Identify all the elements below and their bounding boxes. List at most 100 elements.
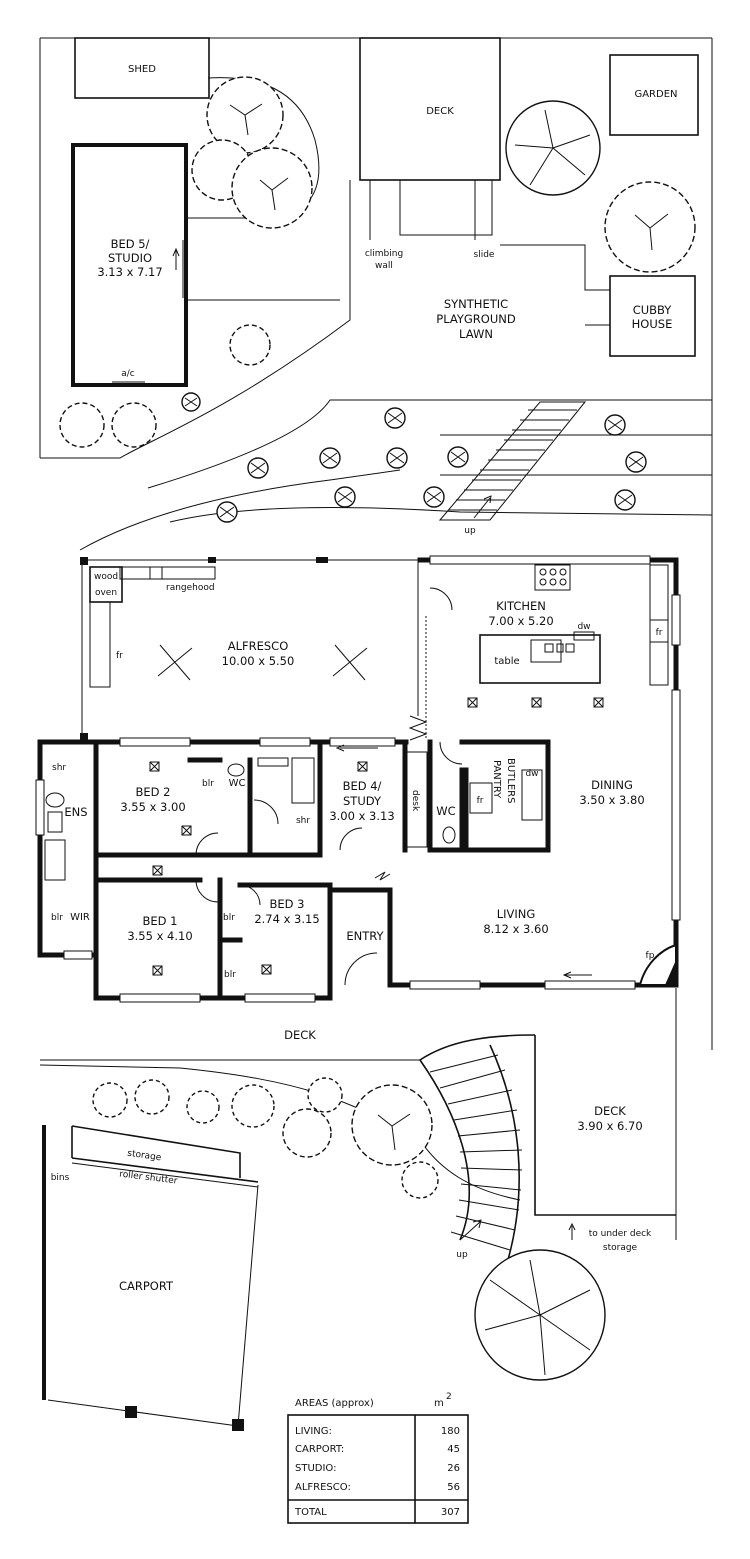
wood-oven-label-1: wood — [94, 572, 118, 582]
lawn-label-1: SYNTHETIC — [444, 297, 508, 311]
living-label: LIVING — [497, 907, 536, 921]
house — [35, 555, 681, 1003]
tree-icon — [181, 392, 201, 412]
bed2-dims: 3.55 x 3.00 — [120, 800, 185, 814]
tree-icon — [231, 1084, 275, 1128]
up-label-bottom: up — [456, 1250, 468, 1260]
under-deck-label-2: storage — [603, 1243, 638, 1253]
bed4-dims: 3.00 x 3.13 — [329, 809, 394, 823]
bed2-blr-label: blr — [202, 779, 214, 789]
storage-label: storage — [127, 1149, 163, 1164]
entry-label: ENTRY — [346, 929, 384, 943]
areas-unit: m — [434, 1398, 444, 1409]
area-row-label: LIVING: — [295, 1426, 332, 1437]
studio-outline — [71, 143, 188, 387]
shrub-icon — [625, 451, 647, 473]
shrub-icon — [247, 457, 269, 479]
tree-icon — [307, 1077, 343, 1113]
studio-label-2: STUDIO — [108, 251, 152, 265]
area-row-value: 56 — [447, 1482, 460, 1493]
shrub-icon — [384, 407, 406, 429]
carport-label: CARPORT — [119, 1279, 174, 1293]
fridge-alfresco-label: fr — [116, 651, 123, 661]
tree-icon — [134, 1079, 170, 1115]
tree-icon — [111, 402, 157, 448]
deck-mid-label: DECK — [284, 1028, 316, 1042]
bed3-dims: 2.74 x 3.15 — [254, 912, 319, 926]
carport — [42, 1125, 259, 1431]
slide-label: slide — [474, 250, 495, 260]
dining-dims: 3.50 x 3.80 — [579, 793, 644, 807]
alfresco-label: ALFRESCO — [228, 639, 289, 653]
ens-label: ENS — [64, 805, 87, 819]
bed4-label: BED 4/ — [343, 779, 382, 793]
butlers-label: BUTLERS — [505, 758, 516, 803]
tree-icon — [351, 1084, 433, 1166]
roller-shutter-label: roller shutter — [119, 1169, 179, 1186]
cubby-label-1: CUBBY — [633, 303, 673, 317]
wir-blr-label: blr — [51, 913, 63, 923]
shrub-icon — [604, 414, 626, 436]
area-row-label: STUDIO: — [295, 1463, 337, 1474]
cubby-label-2: HOUSE — [632, 317, 673, 331]
wood-oven-label-2: oven — [95, 588, 117, 598]
alfresco-dims: 10.00 x 5.50 — [222, 654, 295, 668]
up-label-top: up — [464, 526, 476, 536]
shrub-icon — [216, 501, 238, 523]
shrub-icon — [423, 486, 445, 508]
living-dims: 8.12 x 3.60 — [483, 922, 548, 936]
dishwasher-kitchen-label: dw — [577, 622, 590, 632]
wir-label: WIR — [70, 912, 90, 923]
tree-icon — [59, 402, 105, 448]
palm-tree-icon — [474, 1249, 606, 1381]
tree-icon — [282, 1108, 332, 1158]
shrub-icon — [447, 446, 469, 468]
bed1-label: BED 1 — [143, 914, 178, 928]
lawn-label-3: LAWN — [459, 327, 493, 341]
areas-title: AREAS (approx) — [295, 1398, 374, 1409]
fridge-pantry-label: fr — [477, 796, 484, 806]
studio-dims: 3.13 x 7.17 — [97, 265, 162, 279]
lawn-label-2: PLAYGROUND — [436, 312, 516, 326]
fireplace-label: fp — [646, 951, 655, 961]
desk-label: desk — [410, 790, 420, 812]
tree-icon — [186, 1090, 220, 1124]
palm-tree-icon — [505, 100, 601, 196]
tree-icon — [401, 1161, 439, 1199]
climbing-wall-label-1: climbing — [365, 249, 403, 259]
bed1-dims: 3.55 x 4.10 — [127, 929, 192, 943]
fridge-kitchen-label: fr — [656, 628, 663, 638]
climbing-wall-label-2: wall — [375, 261, 393, 271]
studio-label-1: BED 5/ — [111, 237, 150, 251]
shed-outline — [74, 37, 210, 99]
bed3-label: BED 3 — [270, 897, 305, 911]
garden-label: GARDEN — [634, 89, 677, 100]
shrub-icon — [614, 489, 636, 511]
dishwasher-pantry-label: dw — [525, 769, 538, 779]
curved-stairs — [419, 1034, 676, 1271]
cubby-house-outline — [609, 275, 696, 357]
bed1-blr-label-b: blr — [224, 970, 236, 980]
tree-icon — [229, 324, 271, 366]
table-label: table — [494, 656, 519, 667]
trees — [59, 76, 696, 523]
ac-label: a/c — [121, 369, 135, 379]
tree-icon — [231, 147, 313, 229]
top-deck-label: DECK — [426, 106, 454, 117]
tree-icon — [92, 1082, 128, 1118]
bed1-blr-label-a: blr — [223, 913, 235, 923]
rangehood-label: rangehood — [166, 583, 215, 593]
bottom-trees — [92, 1077, 606, 1381]
area-total-label: TOTAL — [294, 1507, 327, 1518]
wc2-label: WC — [436, 804, 455, 818]
tree-icon — [604, 181, 696, 273]
kitchen-label: KITCHEN — [496, 599, 546, 613]
area-row-value: 45 — [447, 1444, 460, 1455]
areas-table: AREAS (approx) m 2 LIVING: 180 CARPORT: … — [287, 1392, 469, 1524]
bins-label: bins — [51, 1173, 70, 1183]
bath-shower-label: shr — [296, 816, 310, 826]
shrub-icon — [334, 486, 356, 508]
bed2-label: BED 2 — [136, 785, 171, 799]
dining-label: DINING — [591, 778, 633, 792]
